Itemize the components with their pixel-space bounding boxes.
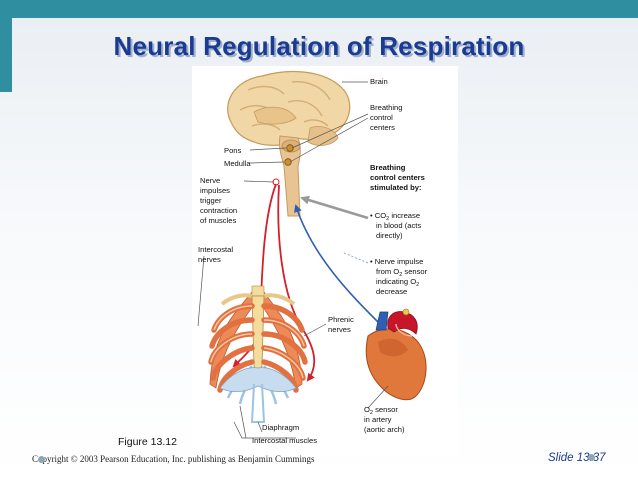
co2-item-line3: directly) <box>376 231 403 240</box>
diagram-labels: Brain Breathing control centers Pons Med… <box>198 77 428 445</box>
o2-item-line1: • Nerve impulse <box>370 257 423 266</box>
o2-item-line3: indicating O2 <box>376 277 419 288</box>
slide-title: Neural Regulation of Respiration <box>113 31 525 61</box>
brain-leader-lines <box>243 81 369 183</box>
brain-illustration <box>227 70 351 217</box>
intercostal-nerves-line1: Intercostal <box>198 245 233 254</box>
stimulated-by-line1: Breathing <box>370 163 406 172</box>
phrenic-nerves-line2: nerves <box>328 325 351 334</box>
pons-label: Pons <box>224 146 242 155</box>
nerve-impulses-line4: contraction <box>200 206 237 215</box>
co2-item-line1: • CO2 increase <box>370 211 420 222</box>
breathing-control-centers-line2: control <box>370 113 393 122</box>
breathing-control-centers-line3: centers <box>370 123 395 132</box>
breathing-control-centers-line1: Breathing <box>370 103 403 112</box>
nerve-impulses-line2: impulses <box>200 186 230 195</box>
rib-cage-illustration <box>208 285 308 423</box>
o2-item-line4: decrease <box>376 287 407 296</box>
footer-dot-right <box>588 454 595 461</box>
copyright-text: Copyright © 2003 Pearson Education, Inc.… <box>32 454 315 464</box>
heart-illustration <box>365 308 427 401</box>
left-accent-bar <box>0 0 12 92</box>
stimulated-by-line3: stimulated by: <box>370 183 421 192</box>
stimulated-by-line2: control centers <box>370 173 425 182</box>
o2-sensor-line2: in artery <box>364 415 392 424</box>
o2-item-line2: from O2 sensor <box>376 267 428 278</box>
o2-sensor-line1: O2 sensor <box>364 405 398 416</box>
nerve-impulses-line3: trigger <box>200 196 222 205</box>
medulla-label: Medulla <box>224 159 251 168</box>
respiration-figure: Brain Breathing control centers Pons Med… <box>192 66 458 458</box>
phrenic-nerves-line1: Phrenic <box>328 315 354 324</box>
top-band <box>0 0 638 18</box>
intercostal-muscles-label: Intercostal muscles <box>252 436 317 445</box>
nerve-impulses-line5: of muscles <box>200 216 236 225</box>
footer-dot-left <box>38 456 45 463</box>
slide-number: Slide 13.37 <box>548 452 606 464</box>
co2-item-line2: in blood (acts <box>376 221 421 230</box>
lower-leader-lines <box>197 255 389 439</box>
figure-caption: Figure 13.12 <box>118 436 177 448</box>
diaphragm-label: Diaphragm <box>262 423 299 432</box>
nerve-impulses-line1: Nerve <box>200 176 220 185</box>
brain-label: Brain <box>370 77 388 86</box>
o2-sensor-line3: (aortic arch) <box>364 425 405 434</box>
intercostal-nerves-line2: nerves <box>198 255 221 264</box>
